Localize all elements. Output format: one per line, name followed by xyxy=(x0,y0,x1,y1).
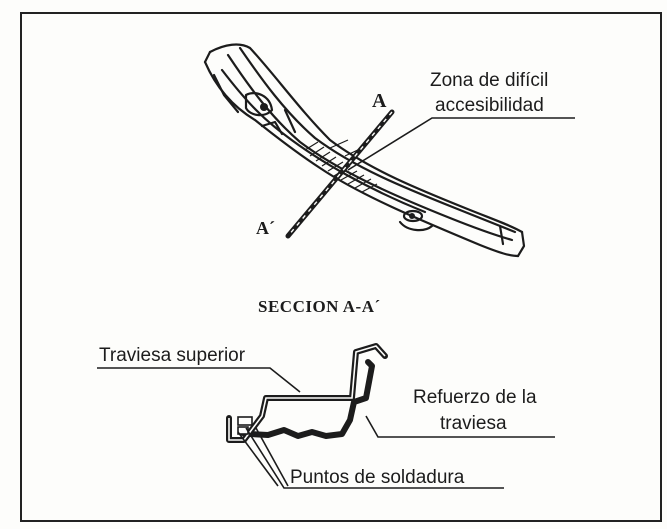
marker-a-prime: A´ xyxy=(256,218,275,238)
upper-crossmember-label: Traviesa superior xyxy=(99,345,246,366)
diagram-frame xyxy=(20,12,662,522)
beam-hole-left xyxy=(260,103,268,111)
section-title: SECCION A-A´ xyxy=(258,297,381,316)
section-leader-lines xyxy=(97,367,555,489)
marker-a: A xyxy=(372,90,387,112)
section-profile-inner-edge xyxy=(228,345,386,441)
reinforcement-label-line1: Refuerzo de la xyxy=(413,387,537,408)
difficult-access-zone xyxy=(304,139,378,193)
section-profile xyxy=(226,343,388,443)
weld-points-label: Puntos de soldadura xyxy=(290,467,465,488)
zone-label-line1: Zona de difícil xyxy=(430,70,549,91)
zone-label-line2: accesibilidad xyxy=(435,95,544,116)
beam-hole-right xyxy=(409,213,415,219)
reinforcement-label-line2: traviesa xyxy=(440,413,507,434)
section-cut-line xyxy=(285,109,395,239)
zone-leader-line xyxy=(347,117,575,171)
